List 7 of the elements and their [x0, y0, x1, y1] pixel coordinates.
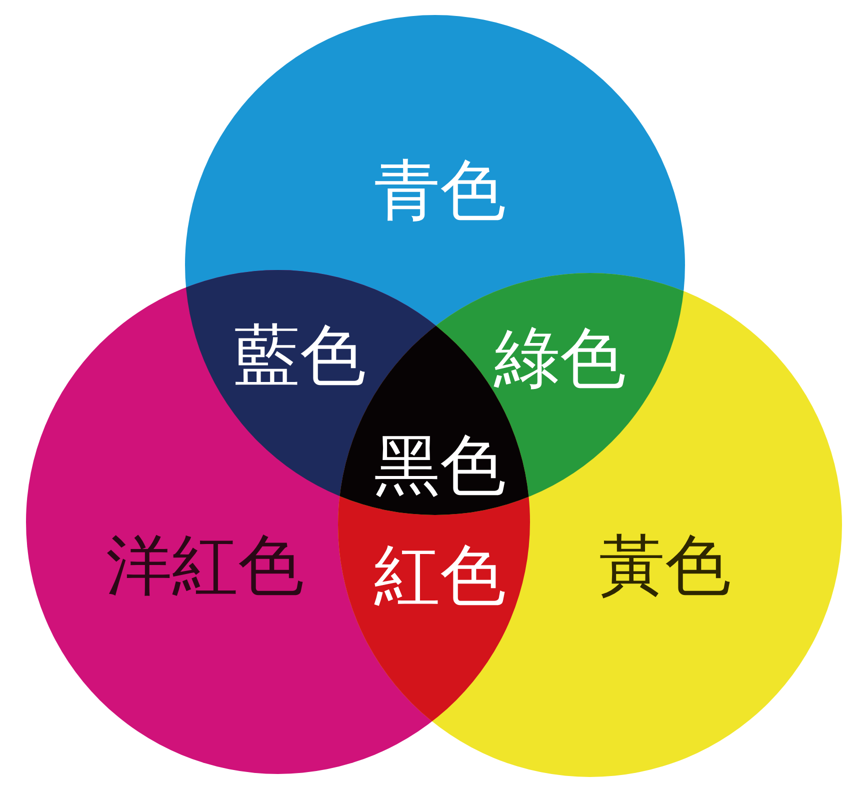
circle-label: 青色: [374, 157, 506, 223]
overlap-label: 紅色: [374, 542, 506, 608]
overlap-label: 綠色: [494, 325, 626, 391]
overlap-label: 黑色: [374, 432, 506, 498]
circle-label: 黃色: [599, 532, 731, 598]
overlap-label: 藍色: [234, 322, 366, 388]
circle-label: 洋紅色: [106, 532, 304, 598]
